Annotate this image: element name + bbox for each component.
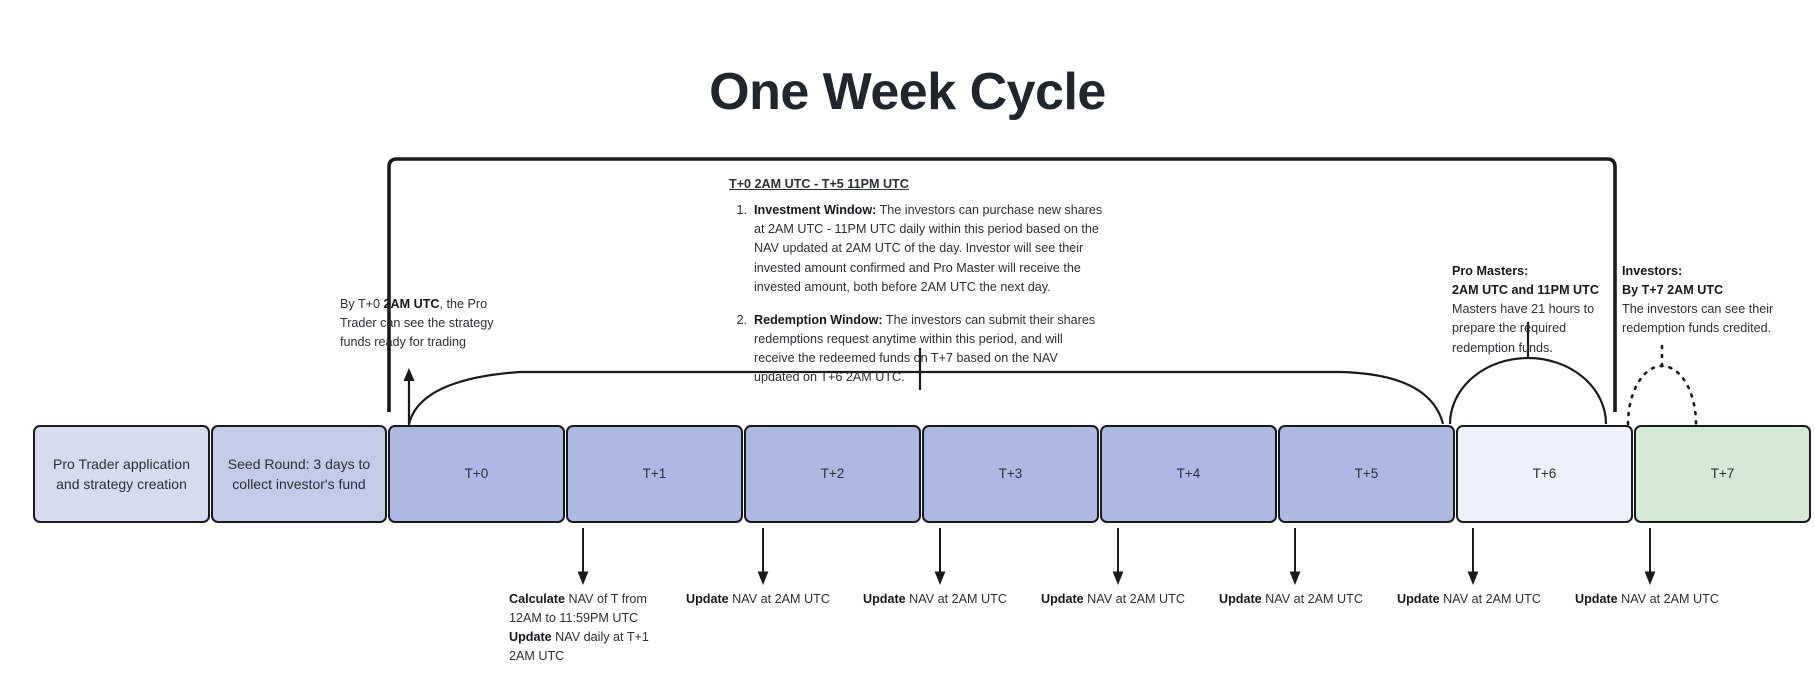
- list-number-1: 1.: [736, 203, 747, 218]
- nav-note-t2: Update NAV at 2AM UTC: [863, 590, 1007, 609]
- nav-note-t2-rest: NAV at 2AM UTC: [905, 592, 1007, 606]
- nav-note-t5-rest: NAV at 2AM UTC: [1439, 592, 1541, 606]
- nav-note-t1: Update NAV at 2AM UTC: [686, 590, 830, 609]
- t7-dotted-arc: [1626, 364, 1698, 426]
- nav-note-t6-rest: NAV at 2AM UTC: [1617, 592, 1719, 606]
- nav-note-t5: Update NAV at 2AM UTC: [1397, 590, 1541, 609]
- list-text-2: Redemption Window: The investors can sub…: [754, 311, 1106, 388]
- investors-note-body: The investors can see their redemption f…: [1622, 302, 1774, 336]
- list-body-2: The investors can submit their shares re…: [754, 312, 1096, 385]
- t6-arc: [1448, 356, 1608, 425]
- timeline-box-seed-round[interactable]: Seed Round: 3 days to collect investor's…: [211, 425, 387, 523]
- nav-note-t0-l1: NAV of T from: [565, 592, 647, 606]
- investment-window-panel: T+0 2AM UTC - T+5 11PM UTC 1. Investment…: [729, 175, 1159, 401]
- window-panel-item-1: 1. Investment Window: The investors can …: [729, 201, 1159, 297]
- timeline-box-t1[interactable]: T+1: [566, 425, 743, 523]
- down-arrows: [577, 528, 1656, 585]
- pro-trader-note-bold: 2AM UTC: [383, 297, 440, 311]
- timeline-box-t7[interactable]: T+7: [1634, 425, 1811, 523]
- window-panel-item-2: 2. Redemption Window: The investors can …: [729, 311, 1159, 388]
- page-title: One Week Cycle: [709, 63, 1106, 121]
- nav-note-t6-bold: Update: [1575, 592, 1618, 606]
- nav-note-t5-bold: Update: [1397, 592, 1440, 606]
- investors-note-line2: By T+7 2AM UTC: [1622, 283, 1724, 298]
- nav-note-t0-l3: NAV daily at T+1: [551, 630, 649, 645]
- list-text-1: Investment Window: The investors can pur…: [754, 201, 1106, 297]
- investors-note-line1: Investors:: [1622, 264, 1683, 278]
- timeline-box-t6[interactable]: T+6: [1456, 425, 1633, 523]
- timeline-box-t0[interactable]: T+0: [388, 425, 565, 523]
- timeline-box-pro-trader-application[interactable]: Pro Trader application and strategy crea…: [33, 425, 210, 523]
- nav-note-t0-l1-bold: Calculate: [509, 592, 565, 606]
- nav-note-t4-bold: Update: [1219, 592, 1262, 606]
- nav-note-t6: Update NAV at 2AM UTC: [1575, 590, 1719, 609]
- nav-note-t0-l4: 2AM UTC: [509, 649, 565, 664]
- nav-note-t3-rest: NAV at 2AM UTC: [1083, 592, 1185, 606]
- list-lead-1: Investment Window:: [754, 203, 877, 218]
- list-number-2: 2.: [736, 312, 747, 327]
- window-span-arc: [407, 370, 1445, 425]
- nav-note-t4: Update NAV at 2AM UTC: [1219, 590, 1363, 609]
- list-lead-2: Redemption Window:: [754, 312, 883, 327]
- timeline-box-t4[interactable]: T+4: [1100, 425, 1277, 523]
- nav-note-t0-l3-bold: Update: [509, 630, 552, 645]
- pro-trader-note-post: , the Pro Trader can see the strategy fu…: [340, 297, 494, 350]
- nav-note-t0-l2: 12AM to 11:59PM UTC: [509, 611, 639, 626]
- nav-note-t1-rest: NAV at 2AM UTC: [728, 592, 830, 606]
- pro-masters-note-line1: Pro Masters:: [1452, 264, 1529, 278]
- pro-masters-note: Pro Masters: 2AM UTC and 11PM UTC Master…: [1452, 262, 1612, 358]
- investors-note: Investors: By T+7 2AM UTC The investors …: [1622, 262, 1780, 339]
- t0-up-arrow-head: [403, 368, 415, 381]
- nav-note-t4-rest: NAV at 2AM UTC: [1261, 592, 1363, 606]
- pro-masters-note-body: Masters have 21 hours to prepare the req…: [1452, 302, 1595, 355]
- timeline-box-t2[interactable]: T+2: [744, 425, 921, 523]
- nav-note-t2-bold: Update: [863, 592, 906, 606]
- timeline-box-t5[interactable]: T+5: [1278, 425, 1455, 523]
- window-panel-heading: T+0 2AM UTC - T+5 11PM UTC: [729, 177, 909, 191]
- pro-trader-note: By T+0 2AM UTC, the Pro Trader can see t…: [340, 295, 505, 352]
- nav-note-t3-bold: Update: [1041, 592, 1084, 606]
- pro-masters-note-line2: 2AM UTC and 11PM UTC: [1452, 283, 1599, 298]
- pro-trader-note-pre: By T+0: [340, 297, 384, 311]
- nav-note-t0: Calculate NAV of T from 12AM to 11:59PM …: [509, 590, 669, 667]
- list-body-1: The investors can purchase new shares at…: [754, 203, 1103, 294]
- nav-note-t1-bold: Update: [686, 592, 729, 606]
- nav-note-t3: Update NAV at 2AM UTC: [1041, 590, 1185, 609]
- timeline-box-t3[interactable]: T+3: [922, 425, 1099, 523]
- top-bracket: [387, 157, 1617, 412]
